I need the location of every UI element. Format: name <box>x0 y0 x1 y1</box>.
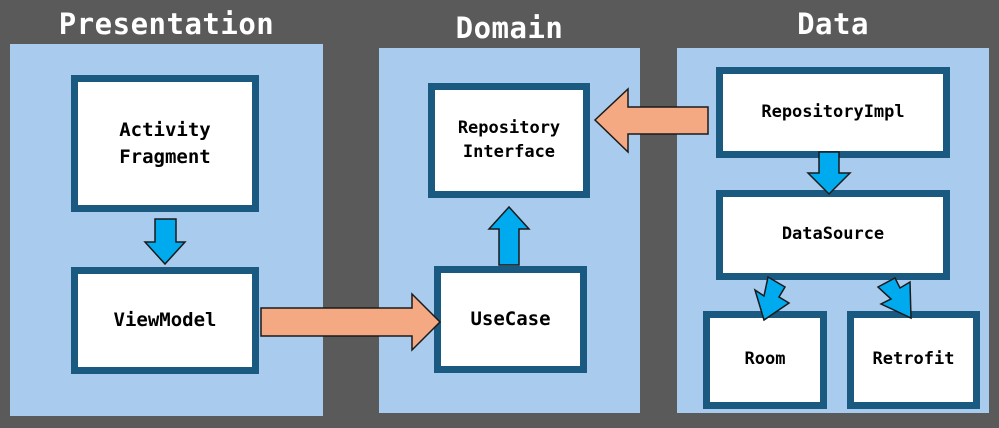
viewmodel-box: ViewModel <box>71 267 259 374</box>
data-layer-title: Data <box>797 7 869 41</box>
repository-interface-box: Repository Interface <box>428 83 590 198</box>
datasource-box: DataSource <box>716 190 950 280</box>
usecase-box: UseCase <box>434 266 587 373</box>
room-box: Room <box>703 311 827 409</box>
domain-layer-title: Domain <box>455 11 564 45</box>
repository-impl-box: RepositoryImpl <box>716 67 950 158</box>
activity-fragment-box: Activity Fragment <box>71 75 259 212</box>
presentation-layer-title: Presentation <box>58 7 275 41</box>
retrofit-box: Retrofit <box>847 311 980 409</box>
